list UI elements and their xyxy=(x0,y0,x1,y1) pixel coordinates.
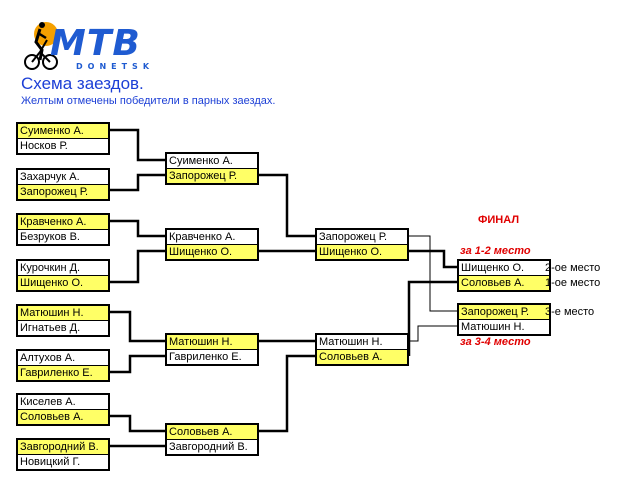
rider-slot: Носков Р. xyxy=(18,138,108,153)
page-subtitle: Желтым отмечены победители в парных заез… xyxy=(21,95,276,107)
rider-slot: Матюшин Н. xyxy=(459,319,549,334)
rider-slot: Кравченко А. xyxy=(169,231,236,243)
connector-line xyxy=(110,128,165,162)
r1-pair-5: Матюшин Н. Игнатьев Д. xyxy=(16,304,110,337)
place-label: 3-е место xyxy=(545,306,595,318)
rider-slot: Запорожец Р. xyxy=(459,305,549,319)
place-label: 2-ое место xyxy=(545,262,601,274)
rider-slot: Гавриленко Е. xyxy=(18,365,108,380)
connector-line xyxy=(407,280,457,356)
rider-slot: Гавриленко Е. xyxy=(167,349,257,364)
final-title: ФИНАЛ xyxy=(478,214,520,226)
rider-slot: Соловьев А. xyxy=(167,425,257,439)
r1-pair-4: Курочкин Д. Шищенко О. xyxy=(16,259,110,292)
connector-line xyxy=(110,310,165,343)
r2-pair-3: Матюшин Н. Гавриленко Е. xyxy=(165,333,259,366)
rider-slot: Соловьев А. xyxy=(317,349,407,364)
rider-slot: Захарчук А. xyxy=(20,171,80,183)
rider-slot: Игнатьев Д. xyxy=(18,320,108,335)
final-pair-1-2: Шищенко О. Соловьев А. xyxy=(457,259,551,292)
rider-slot: Курочкин Д. xyxy=(20,262,81,274)
rider-slot: Запорожец Р. xyxy=(18,184,108,199)
r3-pair-2: Матюшин Н. Соловьев А. xyxy=(315,333,409,366)
logo-wordmark: MTB xyxy=(50,23,141,64)
rider-slot: Соловьев А. xyxy=(459,275,549,290)
rider-slot: Завгородний В. xyxy=(18,440,108,454)
connector-line xyxy=(110,414,165,433)
rider-slot: Кравченко А. xyxy=(18,215,108,229)
r1-pair-8: Завгородний В. Новицкий Г. xyxy=(16,438,110,471)
connector-line xyxy=(259,354,315,433)
rider-slot: Соловьев А. xyxy=(18,409,108,424)
connector-line xyxy=(110,354,165,374)
connector-line xyxy=(259,173,315,238)
rider-slot: Новицкий Г. xyxy=(18,454,108,469)
rider-slot: Матюшин Н. xyxy=(167,335,257,349)
rider-slot: Завгородний В. xyxy=(167,439,257,454)
page-title: Схема заездов. xyxy=(21,74,144,93)
final-label-3-4: за 3-4 место xyxy=(460,336,531,348)
connector-line xyxy=(110,219,165,238)
rider-slot: Безруков В. xyxy=(18,229,108,244)
r2-pair-4: Соловьев А. Завгородний В. xyxy=(165,423,259,456)
final-label-1-2: за 1-2 место xyxy=(460,245,531,257)
r1-pair-7: Киселев А. Соловьев А. xyxy=(16,393,110,426)
rider-slot: Киселев А. xyxy=(20,396,76,408)
rider-slot: Шищенко О. xyxy=(317,244,407,259)
r1-pair-2: Захарчук А. Запорожец Р. xyxy=(16,168,110,201)
r1-pair-6: Алтухов А. Гавриленко Е. xyxy=(16,349,110,382)
rider-slot: Шищенко О. xyxy=(167,244,257,259)
r1-pair-1: Суименко А. Носков Р. xyxy=(16,122,110,155)
connector-line xyxy=(110,173,165,192)
rider-slot: Запорожец Р. xyxy=(319,231,388,243)
connector-line xyxy=(409,325,457,342)
rider-slot: Запорожец Р. xyxy=(167,168,257,183)
rider-slot: Шищенко О. xyxy=(461,262,525,274)
connector-line xyxy=(409,249,457,269)
rider-slot: Суименко А. xyxy=(169,155,233,167)
connector-line xyxy=(409,235,457,312)
place-label: 1-ое место xyxy=(545,277,601,289)
rider-slot: Шищенко О. xyxy=(18,275,108,290)
cyclist-icon xyxy=(24,22,58,70)
rider-slot: Матюшин Н. xyxy=(18,306,108,320)
rider-slot: Суименко А. xyxy=(18,124,108,138)
final-pair-3-4: Запорожец Р. Матюшин Н. xyxy=(457,303,551,336)
logo-subtext: DONETSK xyxy=(76,62,155,71)
connector-line xyxy=(110,249,165,284)
r2-pair-1: Суименко А. Запорожец Р. xyxy=(165,152,259,185)
r1-pair-3: Кравченко А. Безруков В. xyxy=(16,213,110,246)
rider-slot: Матюшин Н. xyxy=(319,336,383,348)
r2-pair-2: Кравченко А. Шищенко О. xyxy=(165,228,259,261)
mtb-logo: MTB DONETSK xyxy=(20,20,155,72)
r3-pair-1: Запорожец Р. Шищенко О. xyxy=(315,228,409,261)
rider-slot: Алтухов А. xyxy=(20,352,76,364)
